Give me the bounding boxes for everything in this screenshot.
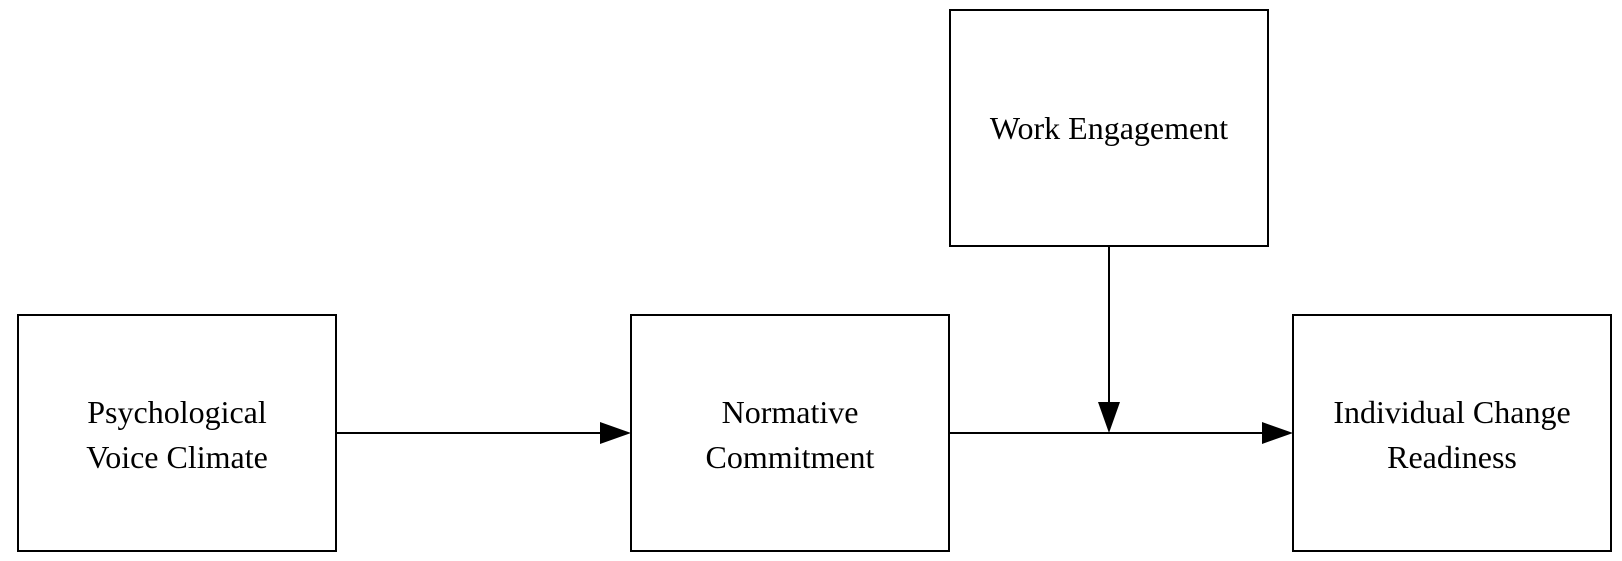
arrowhead-nc-to-icr [1262, 422, 1293, 444]
label-readiness: Readiness [1387, 439, 1517, 475]
label-work-engagement: Work Engagement [990, 110, 1228, 146]
node-work-engagement [949, 9, 1269, 247]
label-individual-change: Individual Change [1333, 394, 1570, 430]
node-individual-change-readiness [1292, 314, 1612, 552]
arrowhead-we-moderation [1098, 402, 1120, 433]
label-voice-climate: Voice Climate [86, 439, 268, 475]
node-normative-commitment [630, 314, 950, 552]
arrowhead-pvc-to-nc [600, 422, 631, 444]
label-commitment: Commitment [706, 439, 875, 475]
label-psychological: Psychological [87, 394, 267, 430]
label-normative: Normative [722, 394, 859, 430]
node-psychological-voice-climate [17, 314, 337, 552]
